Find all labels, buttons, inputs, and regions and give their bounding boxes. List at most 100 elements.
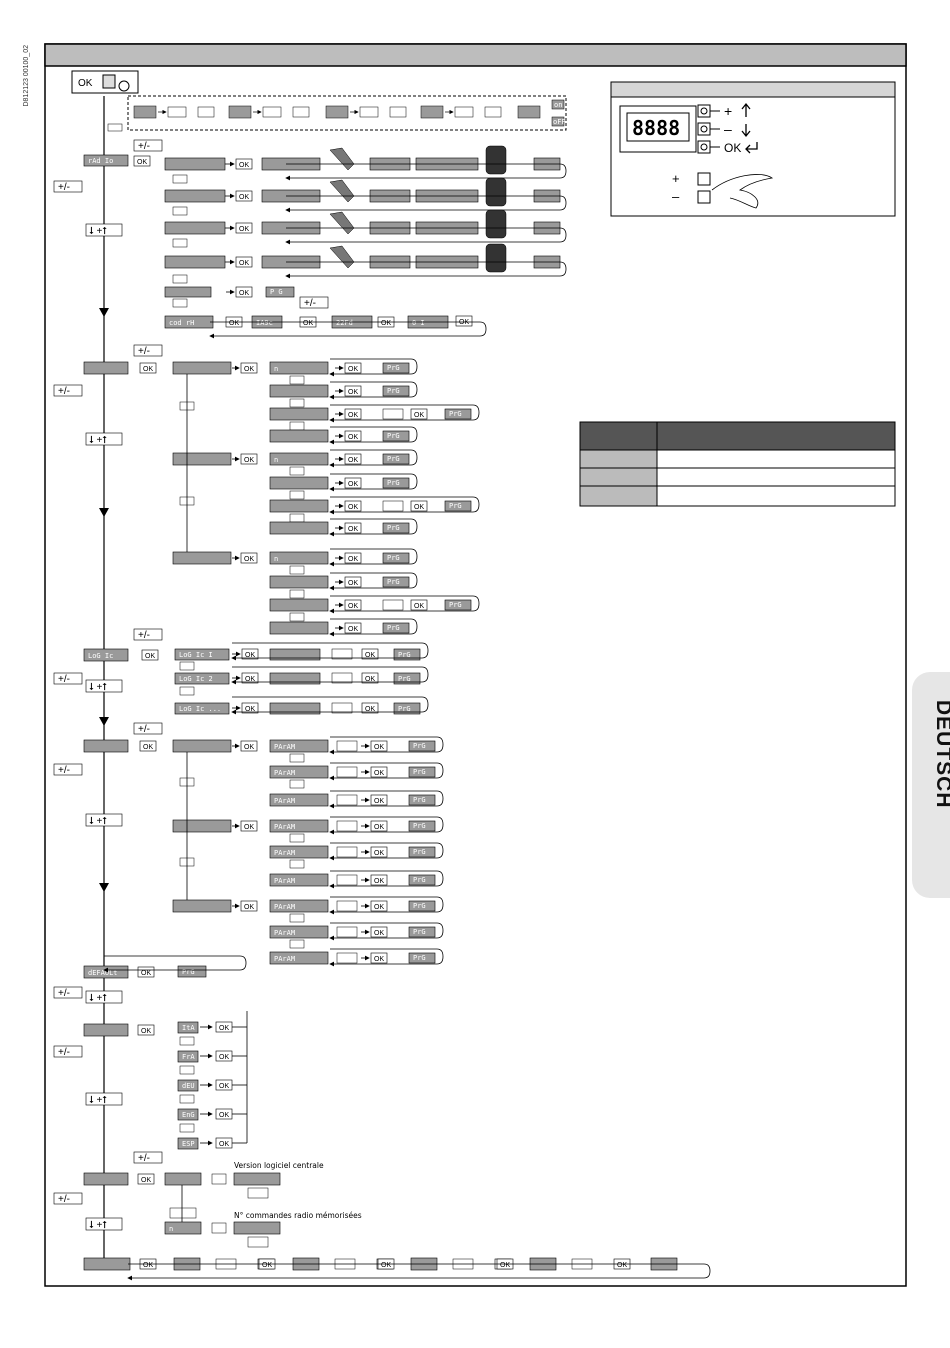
ok-key[interactable] bbox=[697, 140, 711, 154]
radio-item-3-ok-label: OK bbox=[239, 226, 249, 233]
logic-mini-2 bbox=[179, 686, 195, 696]
minus-key[interactable] bbox=[697, 122, 711, 136]
language-side-tab bbox=[912, 672, 950, 898]
param-g2-item-2-label: PArAM bbox=[274, 849, 295, 857]
param-g1-ok-1 bbox=[370, 740, 388, 752]
codrh-ok-1-label: OK bbox=[229, 320, 239, 327]
param-g3-sel-3 bbox=[336, 952, 358, 964]
param-g3-prg-1 bbox=[408, 900, 436, 912]
menu2-g2-loop-3 bbox=[329, 496, 480, 515]
logic-sel-1 bbox=[331, 648, 353, 660]
param-group-1 bbox=[172, 739, 232, 753]
menu2-g2-ok-2 bbox=[344, 477, 362, 489]
logic-sel-2 bbox=[331, 672, 353, 684]
param-g2-loop-1 bbox=[329, 816, 444, 835]
menu2-g2-ok-3 bbox=[344, 500, 362, 512]
menu2-g1-prg-3-label: PrG bbox=[449, 410, 462, 418]
menu2-g2-sel2-3 bbox=[382, 500, 404, 512]
param-g1-sel-1 bbox=[336, 740, 358, 752]
radio-ok bbox=[133, 155, 151, 167]
top-param-box-2 bbox=[228, 105, 252, 119]
spine-arrows bbox=[99, 308, 109, 892]
remote-control-icon-2 bbox=[485, 177, 507, 207]
logic-menu-box-label: LoG Ic bbox=[88, 652, 113, 660]
language-menu-box bbox=[83, 1023, 129, 1037]
ok-start-label: OK bbox=[78, 78, 93, 89]
codrh-plusminus-label: +/- bbox=[304, 298, 316, 309]
info-item-2 bbox=[164, 1221, 202, 1235]
menu2-g3-prg-3 bbox=[444, 599, 472, 611]
menu2-updown bbox=[85, 432, 123, 446]
hand-icon bbox=[711, 174, 774, 209]
remote-control-icon-3 bbox=[485, 209, 507, 239]
menu2-g2-item-2 bbox=[269, 476, 329, 490]
top-off-box bbox=[551, 116, 565, 127]
legend-row-2-value bbox=[656, 467, 896, 487]
param-g3-sel-2 bbox=[336, 926, 358, 938]
remote-hand-icon-1 bbox=[329, 147, 355, 171]
param-g2-prg-1-label: PrG bbox=[413, 822, 426, 830]
radio-loop-4 bbox=[285, 261, 567, 279]
param-g3-sel-1 bbox=[336, 900, 358, 912]
menu2-g1-mini-3 bbox=[289, 421, 305, 431]
menu2-g3-prg-1 bbox=[382, 552, 410, 564]
info-item-1-val bbox=[233, 1172, 281, 1186]
minus-key-label: – bbox=[724, 121, 732, 137]
logic-loop-1 bbox=[231, 642, 429, 661]
menu2-plusminus bbox=[133, 344, 163, 357]
param-g1-item-3-label: PArAM bbox=[274, 797, 295, 805]
lang-item-3-ok-label: OK bbox=[219, 1083, 229, 1090]
menu2-g2-ok2-3-label: OK bbox=[414, 504, 424, 511]
codrh-code-2-label: 22Fd bbox=[336, 319, 353, 327]
param-g1-sel-2 bbox=[336, 766, 358, 778]
radio-item-2-ok-label: OK bbox=[239, 194, 249, 201]
param-g2-prg-1 bbox=[408, 820, 436, 832]
menu2-g2-ok-4-label: OK bbox=[348, 526, 358, 533]
logic-prg-2-label: PrG bbox=[398, 675, 411, 683]
info-item-1-readout bbox=[247, 1187, 269, 1199]
menu2-g3-prg-1-label: PrG bbox=[387, 554, 400, 562]
remote-hand-icon-4 bbox=[329, 245, 355, 269]
param-g2-prg-3-label: PrG bbox=[413, 876, 426, 884]
logic-prg-3-label: PrG bbox=[398, 705, 411, 713]
lang-item-2 bbox=[177, 1050, 199, 1063]
info-updown bbox=[85, 1217, 123, 1231]
ok-key-label: OK bbox=[724, 141, 741, 155]
logic-item-2-ok bbox=[241, 672, 259, 684]
menu2-g3-ok-3-label: OK bbox=[348, 603, 358, 610]
lang-item-5-ok-label: OK bbox=[219, 1141, 229, 1148]
logic-item-1-ok-label: OK bbox=[245, 652, 255, 659]
plus-key[interactable] bbox=[697, 104, 711, 118]
radio-menu-box bbox=[83, 154, 129, 167]
menu2-g3-ok-4-label: OK bbox=[348, 626, 358, 633]
menu2-g3-sel2-3 bbox=[382, 599, 404, 611]
param-g2-prg-3 bbox=[408, 874, 436, 886]
version-note: Version logiciel centrale bbox=[234, 1161, 324, 1170]
logic-val-1 bbox=[269, 648, 321, 661]
param-g1-prg-1 bbox=[408, 740, 436, 752]
logic-loop-2 bbox=[231, 666, 429, 685]
menu2-g1-prg-4 bbox=[382, 430, 410, 442]
menu2-g2-item-1 bbox=[269, 452, 329, 466]
radio-updown-label: ⭣ +⭡ bbox=[89, 226, 107, 237]
top-on-label: on bbox=[554, 101, 562, 109]
menu2-g3-prg-2-label: PrG bbox=[387, 578, 400, 586]
param-g2-mini-2 bbox=[289, 859, 305, 869]
menu2-g3-item-4 bbox=[269, 621, 329, 635]
default-ok bbox=[137, 966, 155, 978]
menu2-g1-ok-3-label: OK bbox=[348, 412, 358, 419]
param-g3-ok-1 bbox=[370, 900, 388, 912]
param-g3-ok-1-label: OK bbox=[374, 904, 384, 911]
radio-loop-1 bbox=[285, 163, 567, 181]
lang-mini-3 bbox=[179, 1094, 195, 1104]
param-g1-item-3 bbox=[269, 793, 329, 807]
menu2-g2-loop-4 bbox=[329, 518, 418, 537]
param-g2-item-2 bbox=[269, 845, 329, 859]
legend-row-2-key bbox=[579, 467, 658, 487]
codrh-ok-3-label: OK bbox=[381, 320, 391, 327]
menu2-g3-item-1 bbox=[269, 551, 329, 565]
logic-ok2-3 bbox=[361, 702, 379, 714]
param-group-1-ok-label: OK bbox=[244, 744, 254, 751]
default-updown-label: ⭣ +⭡ bbox=[89, 993, 107, 1004]
